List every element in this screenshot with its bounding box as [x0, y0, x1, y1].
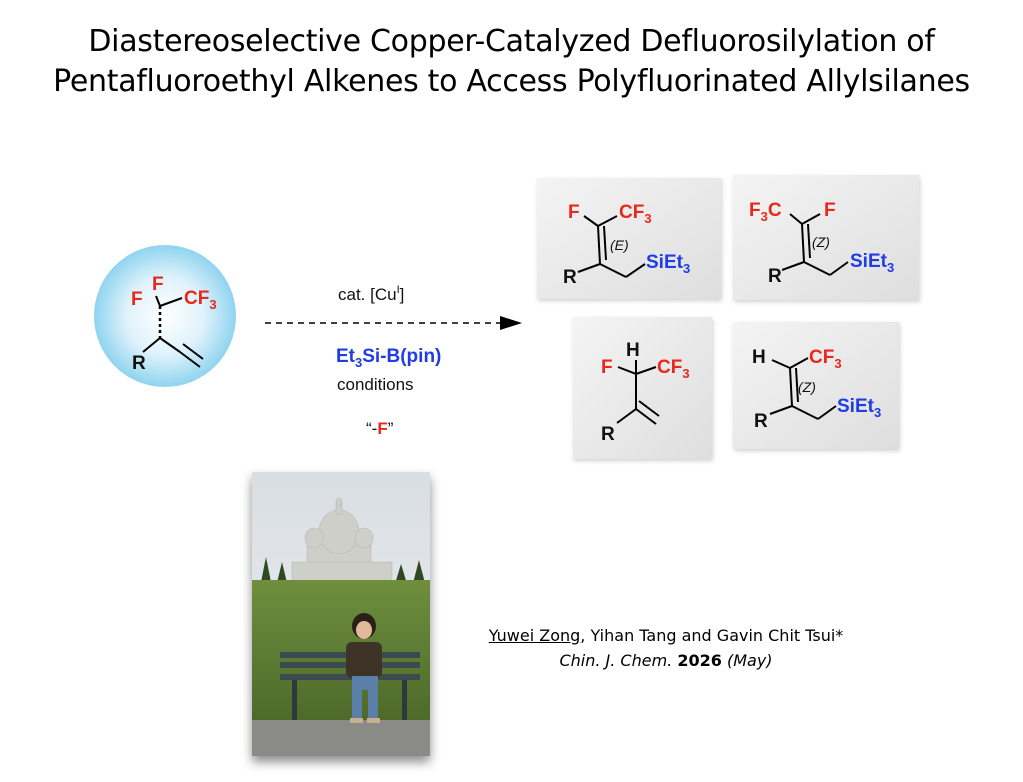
- svg-text:CF3: CF3: [657, 357, 690, 381]
- svg-text:F: F: [131, 289, 143, 310]
- conditions-label: conditions: [337, 375, 414, 394]
- first-author: Yuwei Zong: [488, 626, 581, 645]
- svg-text:R: R: [601, 424, 615, 445]
- product-hydrodefluorination: H F CF3 R: [573, 317, 712, 459]
- svg-text:H: H: [626, 340, 640, 361]
- publication-year: 2026: [677, 651, 722, 670]
- substrate-molecule: F F CF3 R: [94, 245, 236, 387]
- svg-text:R: R: [768, 266, 782, 287]
- author-photo-illustration: [252, 472, 430, 756]
- product-box-1: [537, 178, 721, 299]
- catalyst-label: cat. [CuI]: [338, 284, 404, 304]
- product-box-4: [733, 322, 899, 449]
- co-authors: , Yihan Tang and Gavin Chit Tsui*: [580, 626, 844, 645]
- substrate-highlight-circle: [94, 245, 236, 387]
- reaction-arrow: [265, 316, 522, 330]
- svg-text:(Z): (Z): [798, 379, 816, 395]
- svg-text:(Z): (Z): [812, 234, 830, 250]
- product-z-allylsilane-h: H CF3 (Z) SiEt3 R: [733, 322, 899, 449]
- svg-text:R: R: [754, 411, 768, 432]
- title-line-1: Diastereoselective Copper-Catalyzed Defl…: [88, 24, 935, 59]
- svg-text:R: R: [132, 353, 146, 374]
- product-z-allylsilane: F3C F (Z) SiEt3 R: [733, 175, 919, 300]
- svg-text:R: R: [563, 267, 577, 288]
- svg-text:CF3: CF3: [184, 288, 217, 312]
- citation: Yuwei Zong, Yihan Tang and Gavin Chit Ts…: [436, 623, 896, 673]
- svg-text:F: F: [568, 202, 580, 223]
- journal-reference: Chin. J. Chem. 2026 (May): [436, 648, 896, 673]
- svg-text:CF3: CF3: [619, 202, 652, 226]
- svg-text:SiEt3: SiEt3: [646, 252, 690, 276]
- author-list: Yuwei Zong, Yihan Tang and Gavin Chit Ts…: [436, 623, 896, 648]
- svg-text:H: H: [752, 347, 766, 368]
- product-box-2: [733, 175, 919, 300]
- slide-title: Diastereoselective Copper-Catalyzed Defl…: [0, 22, 1023, 102]
- journal-name: Chin. J. Chem.: [559, 651, 673, 670]
- svg-text:F: F: [601, 357, 613, 378]
- svg-text:(E): (E): [610, 237, 629, 253]
- svg-text:SiEt3: SiEt3: [837, 396, 881, 420]
- silylboronate-reagent: Et3Si-B(pin): [336, 346, 441, 370]
- svg-text:F3C: F3C: [749, 200, 782, 224]
- title-line-2: Pentafluoroethyl Alkenes to Access Polyf…: [53, 64, 970, 99]
- author-photo: [252, 472, 430, 756]
- product-e-allylsilane: F CF3 (E) SiEt3 R: [537, 178, 721, 299]
- svg-text:F: F: [824, 200, 836, 221]
- svg-text:CF3: CF3: [809, 347, 842, 371]
- svg-text:SiEt3: SiEt3: [850, 251, 894, 275]
- product-box-3: [573, 317, 712, 459]
- publication-month: (May): [726, 651, 773, 670]
- svg-text:F: F: [152, 274, 164, 295]
- fluoride-loss-label: “-F”: [366, 419, 394, 438]
